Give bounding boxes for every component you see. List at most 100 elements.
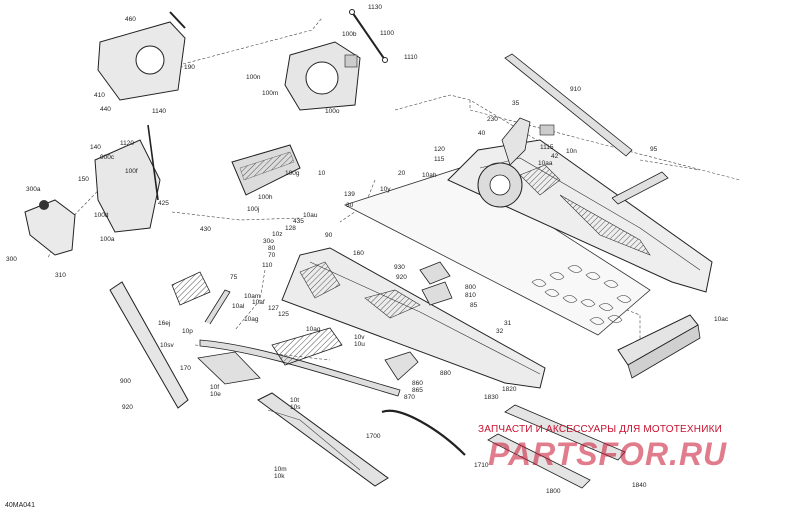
callout-230: 230 — [487, 116, 498, 123]
callout-800: 800 — [465, 284, 476, 291]
steering-rod-1100 — [349, 9, 388, 63]
lower-runner-10m — [257, 392, 389, 487]
callout-31: 31 — [504, 320, 512, 327]
watermark-tagline: ЗАПЧАСТИ И АКСЕССУАРЫ ДЛЯ МОТОТЕХНИКИ — [478, 424, 723, 435]
callout-1115: 1115 — [540, 144, 554, 151]
callout-1830: 1830 — [484, 394, 499, 401]
callout-40: 40 — [478, 130, 486, 137]
strap-910 — [504, 53, 633, 157]
watermark-logo: PARTSFOR.RU — [488, 436, 728, 472]
callout-10: 10 — [318, 170, 326, 177]
callout-100n: 100n — [246, 74, 261, 81]
callout-10sv: 10sv — [160, 342, 174, 349]
callout-310: 310 — [55, 272, 66, 279]
center-bracket-10aq — [271, 327, 343, 366]
bracket-880 — [384, 351, 419, 381]
callout-1710: 1710 — [474, 462, 489, 469]
cooler-16ej — [171, 271, 231, 325]
callout-100f: 100f — [125, 168, 138, 175]
callout-10ac: 10ac — [714, 316, 729, 323]
callout-10n: 10n — [566, 148, 577, 155]
callout-910: 910 — [570, 86, 581, 93]
callout-1110: 1110 — [404, 54, 418, 61]
callout-100h: 100h — [258, 194, 273, 201]
callout-10aq: 10aq — [306, 326, 321, 333]
callout-430: 430 — [200, 226, 211, 233]
bracket-95 — [611, 171, 669, 205]
callout-10k: 10k — [274, 473, 285, 480]
callout-900c: 900c — [100, 154, 115, 161]
callout-100d: 100d — [94, 212, 109, 219]
callout-16ej: 16ej — [158, 320, 171, 327]
callout-880: 880 — [440, 370, 451, 377]
callout-85: 85 — [470, 302, 478, 309]
callout-1840: 1840 — [632, 482, 647, 489]
callout-160: 160 — [353, 250, 364, 257]
callout-1120: 1120 — [120, 140, 134, 147]
callout-32: 32 — [496, 328, 504, 335]
callout-30o: 30o — [263, 238, 274, 245]
callout-10f: 10f — [210, 384, 220, 391]
callout-920-lower: 920 — [122, 404, 133, 411]
callout-300: 300 — [6, 256, 17, 263]
callout-100a: 100a — [100, 236, 115, 243]
callout-810: 810 — [465, 292, 476, 299]
tunnel-plate — [343, 167, 651, 336]
callout-35: 35 — [512, 100, 520, 107]
callout-10af: 10af — [252, 299, 265, 306]
callout-190: 190 — [184, 64, 195, 71]
callout-100m: 100m — [262, 90, 279, 97]
callout-435: 435 — [293, 218, 304, 225]
callout-1130: 1130 — [368, 4, 382, 11]
rail-strip-900 — [109, 281, 189, 409]
callout-10al: 10al — [232, 303, 245, 310]
bracket-35 — [501, 117, 555, 166]
right-side-rail — [447, 139, 713, 293]
callout-140: 140 — [90, 144, 101, 151]
callout-10y: 10y — [380, 186, 391, 193]
callout-20: 20 — [398, 170, 406, 177]
callout-930: 930 — [394, 264, 405, 271]
callout-10ag: 10ag — [244, 316, 259, 323]
callout-10e: 10e — [210, 391, 221, 398]
engine-mount-100o — [284, 41, 361, 111]
callout-460: 460 — [125, 16, 136, 23]
callout-1700: 1700 — [366, 433, 381, 440]
front-bracket-100a — [94, 124, 161, 233]
callout-100j: 100j — [247, 206, 260, 213]
callout-120: 120 — [434, 146, 445, 153]
callout-80: 80 — [268, 245, 276, 252]
callout-860: 860 — [412, 380, 423, 387]
callout-920-upper: 920 — [396, 274, 407, 281]
left-side-rail — [281, 247, 546, 389]
bracket-170 — [197, 351, 261, 385]
callout-100g: 100g — [285, 170, 300, 177]
callout-10m: 10m — [274, 466, 287, 473]
callout-870: 870 — [404, 394, 415, 401]
bracket-300 — [24, 199, 76, 256]
steering-support-460 — [97, 11, 186, 101]
callout-30: 30 — [346, 202, 354, 209]
callout-100o: 100o — [325, 108, 340, 115]
callout-10au: 10au — [303, 212, 318, 219]
callout-75: 75 — [230, 274, 238, 281]
callout-1100: 1100 — [380, 30, 394, 37]
callout-115: 115 — [434, 156, 445, 163]
callout-100b: 100b — [342, 31, 357, 38]
callout-170: 170 — [180, 365, 191, 372]
callout-1140: 1140 — [152, 108, 166, 115]
callout-1820: 1820 — [502, 386, 517, 393]
callout-10p: 10p — [182, 328, 193, 335]
callout-425: 425 — [158, 200, 169, 207]
callout-10s: 10s — [290, 404, 301, 411]
callout-70: 70 — [268, 252, 276, 259]
callout-10t: 10t — [290, 397, 300, 404]
bumper-rail-10sv — [199, 339, 401, 397]
callout-10v: 10v — [354, 334, 365, 341]
callout-127: 127 — [268, 305, 279, 312]
diagram-code: 40MA041 — [5, 502, 35, 509]
callout-440: 440 — [100, 106, 111, 113]
callout-139: 139 — [344, 191, 355, 198]
